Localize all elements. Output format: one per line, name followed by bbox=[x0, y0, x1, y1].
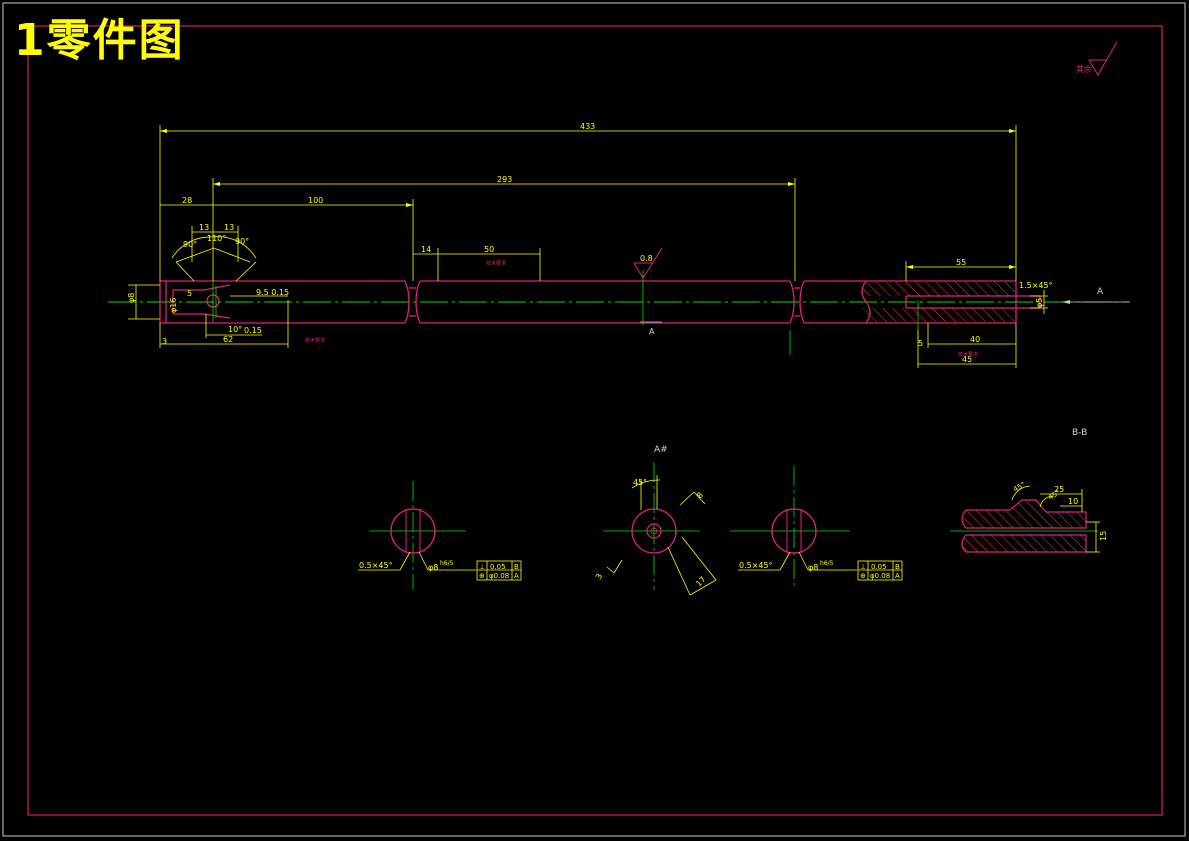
dim-10: 10° bbox=[228, 325, 242, 334]
left-tol-sym-1: ⊥ bbox=[479, 563, 485, 571]
center-angle: 45° bbox=[633, 478, 647, 487]
dim-angle-90b: 90° bbox=[235, 237, 249, 246]
right-tol-ref-1: B bbox=[895, 563, 900, 571]
roughness-corner-label: 其余 bbox=[1076, 64, 1092, 74]
dim-50: 50 bbox=[484, 245, 494, 254]
dim-40: 40 bbox=[970, 335, 980, 344]
left-diameter: φ8 bbox=[428, 563, 438, 572]
roughness-value: 0.8 bbox=[640, 254, 653, 263]
left-tol-val-1: 0.05 bbox=[490, 563, 506, 571]
dim-5-right: 5 bbox=[918, 339, 923, 348]
dim-62: 62 bbox=[223, 335, 233, 344]
view-bb-title: B-B bbox=[1072, 428, 1087, 438]
dim-433: 433 bbox=[580, 122, 595, 131]
dim-chamfer-right: 1.5×45° bbox=[1019, 281, 1053, 290]
bb-dim-10: 10 bbox=[1068, 497, 1078, 506]
dim-3: 3 bbox=[162, 337, 167, 346]
dim-13b: 13 bbox=[224, 223, 234, 232]
right-tol-sym-1: ⊥ bbox=[860, 563, 866, 571]
dim-55: 55 bbox=[956, 258, 966, 267]
dim-angle-90a: 90° bbox=[183, 240, 197, 249]
dim-5-left: 5 bbox=[187, 289, 192, 298]
bb-dim-15: 15 bbox=[1099, 531, 1108, 541]
left-chamfer: 0.5×45° bbox=[359, 561, 393, 570]
section-hatch-lower bbox=[862, 308, 1015, 322]
right-fit: h6/5 bbox=[820, 560, 834, 567]
right-tolerance-frame: ⊥ 0.05 B ⊕ φ0.08 A bbox=[857, 560, 903, 581]
section-hatch-upper bbox=[861, 282, 1015, 296]
dim-293: 293 bbox=[497, 175, 512, 184]
dim-9-5: 9.5 0.15 bbox=[256, 288, 289, 297]
section-view-bb: 45° 45° 25 10 15 bbox=[950, 481, 1108, 553]
dim-14: 14 bbox=[421, 245, 431, 254]
left-tol-val-2: φ0.08 bbox=[489, 572, 509, 580]
left-tol-ref-1: B bbox=[514, 563, 519, 571]
dim-angle-110: 110° bbox=[207, 234, 226, 243]
roughness-corner-mark: 其余 bbox=[1076, 41, 1118, 76]
dim-tol-015: 0.15 bbox=[244, 326, 262, 335]
bb-dim-25: 25 bbox=[1054, 485, 1064, 494]
note-left: 技术要求 bbox=[305, 337, 325, 344]
note-mid: 技术要求 bbox=[486, 260, 506, 267]
section-view-left: 0.5×45° φ8 h6/5 ⊥ 0.05 B ⊕ φ0.08 A bbox=[358, 481, 522, 589]
right-tol-val-2: φ0.08 bbox=[870, 572, 890, 580]
section-view-center: 45° 8 17 3 bbox=[594, 462, 717, 596]
section-a-arrow-label: A bbox=[1097, 287, 1104, 297]
right-tol-ref-2: A bbox=[895, 572, 900, 580]
bb-angle-a: 45° bbox=[1012, 481, 1027, 494]
section-view-right: 0.5×45° φ8 h6/5 ⊥ 0.05 B ⊕ φ0.08 A bbox=[730, 466, 903, 588]
dim-dia-right: φ5 bbox=[1035, 298, 1044, 308]
right-tol-sym-2: ⊕ bbox=[860, 572, 866, 580]
dim-28: 28 bbox=[182, 196, 192, 205]
dim-dia-left: φ8 bbox=[127, 293, 136, 303]
left-tol-sym-2: ⊕ bbox=[479, 572, 485, 580]
dim-13a: 13 bbox=[199, 223, 209, 232]
drawing-title: 1零件图 bbox=[14, 15, 185, 66]
note-right: 技术要求 bbox=[958, 351, 978, 358]
right-diameter: φ8 bbox=[808, 563, 818, 572]
right-chamfer: 0.5×45° bbox=[739, 561, 773, 570]
center-dim-8: 8 bbox=[695, 490, 705, 500]
dim-45: 45 bbox=[962, 355, 972, 364]
left-fit: h6/5 bbox=[440, 560, 454, 567]
shaft-roughness-symbol bbox=[633, 247, 663, 279]
right-tol-val-1: 0.05 bbox=[871, 563, 887, 571]
main-shaft-view: 433 293 100 28 13 13 110° 90° 90° 14 50 … bbox=[108, 122, 1130, 368]
section-a-below-label: A bbox=[649, 327, 655, 336]
dim-100: 100 bbox=[308, 196, 323, 205]
dimension-lines bbox=[128, 125, 1048, 368]
left-tol-ref-2: A bbox=[514, 572, 519, 580]
left-tolerance-frame: ⊥ 0.05 B ⊕ φ0.08 A bbox=[476, 560, 522, 581]
center-dim-3: 3 bbox=[594, 572, 604, 581]
dim-dia-left-b: φ16 bbox=[169, 298, 178, 313]
inner-frame bbox=[27, 25, 1163, 816]
view-a-title: A# bbox=[654, 445, 668, 455]
